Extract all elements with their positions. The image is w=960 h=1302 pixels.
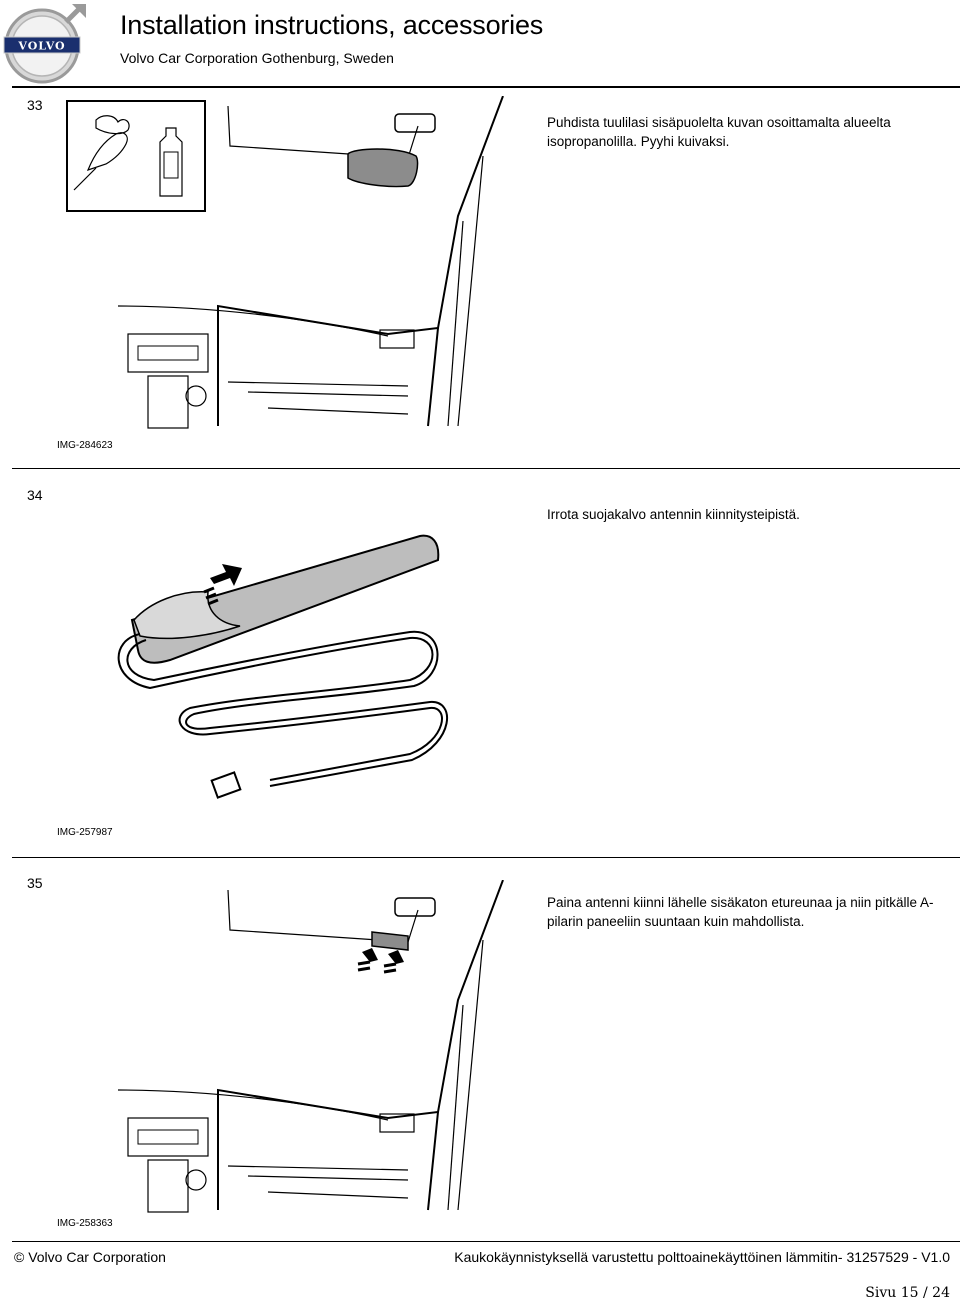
footer-document-title: Kaukokäynnistyksellä varustettu polttoai… [454,1249,950,1265]
step-text: Puhdista tuulilasi sisäpuolelta kuvan os… [547,115,891,149]
image-id: IMG-284623 [57,440,113,451]
header-divider [12,86,960,88]
page-subtitle: Volvo Car Corporation Gothenburg, Sweden [120,50,394,66]
antenna-tape-illustration [117,534,448,799]
volvo-logo: VOLVO [3,4,86,84]
step-text: Irrota suojakalvo antennin kiinnitysteip… [547,507,800,522]
step-number: 34 [27,487,43,503]
step-divider [12,857,960,858]
image-id: IMG-258363 [57,1218,113,1229]
footer-divider [12,1241,960,1242]
page-number: Sivu 15 / 24 [865,1285,950,1301]
windshield-interior-illustration [117,96,504,429]
logo-wordmark: VOLVO [17,40,65,53]
step-number: 33 [27,97,43,113]
step-number: 35 [27,875,43,891]
footer-copyright: © Volvo Car Corporation [14,1249,166,1265]
antenna-mounting-illustration [117,880,504,1213]
cleaning-icon [66,100,206,212]
image-id: IMG-257987 [57,827,113,838]
page-title: Installation instructions, accessories [120,10,544,40]
step-divider [12,468,960,469]
step-text: Paina antenni kiinni lähelle sisäkaton e… [547,895,934,929]
